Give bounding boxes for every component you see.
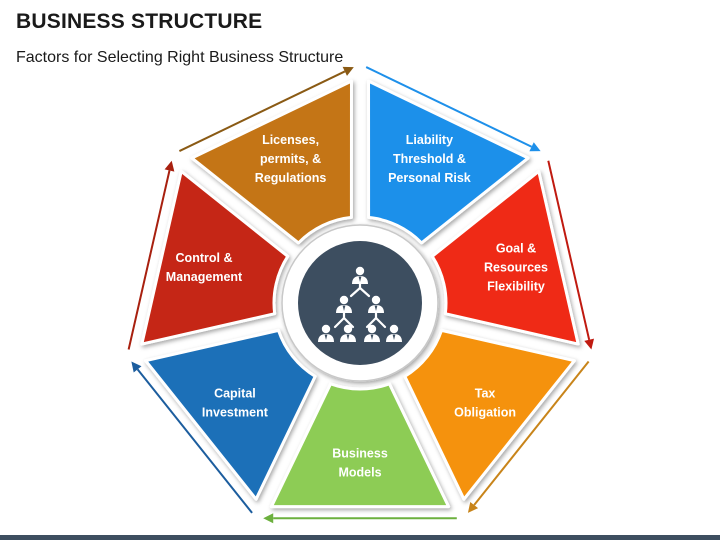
person-bottom-2 (340, 324, 356, 342)
segment-shape-tax (403, 328, 576, 501)
segment-shape-liability (367, 79, 530, 245)
org-chart-people-icon (318, 266, 402, 342)
segment-label-control: Control &Management (166, 251, 243, 284)
cycle-arrow-tax (467, 360, 590, 513)
hub-circle (298, 241, 422, 365)
cycle-arrow-capital (131, 361, 253, 514)
segment-licenses: Licenses,permits, &Regulations (190, 79, 353, 245)
cycle-arrow-models (263, 513, 457, 524)
person-bottom-4 (386, 324, 402, 342)
segment-shape-licenses (190, 79, 353, 245)
outer-cycle-arrows (127, 66, 595, 524)
segment-shape-control (140, 169, 290, 346)
cycle-arrow-liability (365, 66, 541, 152)
segment-shape-goal (430, 169, 580, 346)
segment-shape-capital (144, 328, 317, 501)
page-subtitle: Factors for Selecting Right Business Str… (16, 49, 344, 66)
segment-shape-models (269, 382, 451, 509)
segment-label-licenses: Licenses,permits, &Regulations (255, 133, 327, 185)
person-bottom-1 (318, 324, 334, 342)
person-top (352, 266, 368, 284)
bottom-bar (0, 535, 720, 540)
segment-control: Control &Management (140, 169, 290, 346)
person-mid-right (368, 295, 384, 313)
person-bottom-3 (364, 324, 380, 342)
cycle-arrow-control (127, 160, 175, 350)
page-title: BUSINESS STRUCTURE (16, 10, 263, 33)
center-hub (281, 224, 439, 382)
cycle-arrow-licenses (178, 66, 354, 152)
cycle-arrow-goal (547, 160, 595, 350)
person-mid-left (336, 295, 352, 313)
